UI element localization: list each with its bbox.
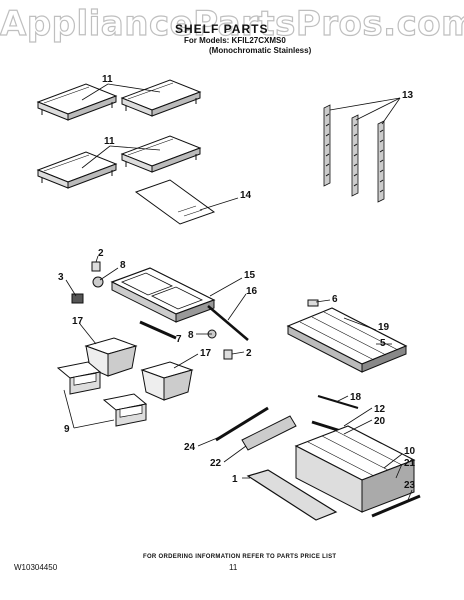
callout-3: 3: [58, 272, 64, 283]
page-title: SHELF PARTS: [175, 22, 269, 36]
shelf-upper-left: [37, 83, 117, 121]
callout-15: 15: [244, 270, 256, 281]
drawer-front-upper: [57, 361, 101, 395]
callout-24: 24: [184, 442, 196, 453]
cap-left: [91, 261, 101, 272]
shelf-clip: [307, 299, 319, 307]
callout-12: 12: [374, 404, 386, 415]
shelf-upper-right: [121, 79, 201, 117]
callout-9: 9: [64, 424, 70, 435]
crisper-cover-frame: [110, 267, 216, 323]
rail-left: [323, 104, 331, 187]
rail-middle: [351, 114, 359, 197]
callout-1: 1: [232, 474, 238, 485]
glass-panel: [134, 179, 216, 225]
callout-2-left: 2: [98, 248, 104, 259]
callout-6: 6: [332, 294, 338, 305]
callout-10: 10: [404, 446, 416, 457]
shelf-lower-right: [121, 135, 201, 173]
callout-5: 5: [380, 338, 386, 349]
crisper-bin-right: [141, 361, 193, 401]
callout-2-right: 2: [246, 348, 252, 359]
callout-17-left: 17: [72, 316, 84, 327]
variant-line: (Monochromatic Stainless): [209, 46, 312, 55]
drawer-front-lower: [103, 393, 147, 427]
callout-21: 21: [404, 458, 416, 469]
callout-11-top: 11: [102, 74, 113, 85]
page-number: 11: [229, 563, 238, 572]
cap-right: [223, 349, 233, 360]
drawer-slide-bracket: [241, 415, 297, 451]
callout-8-right: 8: [188, 330, 194, 341]
callout-13: 13: [402, 90, 414, 101]
wire-shelf-assembly: [286, 307, 408, 373]
callout-11-mid: 11: [104, 136, 115, 147]
shelf-rod: [317, 395, 359, 409]
callout-19: 19: [378, 322, 390, 333]
callout-20: 20: [374, 416, 386, 427]
callout-7: 7: [176, 334, 182, 345]
divider-rod: [207, 305, 249, 341]
drawer-slide-thin: [215, 406, 269, 442]
bracket-left: [71, 293, 84, 304]
drawer-slide-rail: [371, 494, 421, 518]
callout-17-right: 17: [200, 348, 212, 359]
drawer-front-bottom: [246, 469, 338, 521]
leader-lines: [63, 83, 413, 501]
models-line: For Models: KFIL27CXMS0: [184, 36, 286, 45]
shelf-lower-left: [37, 151, 117, 189]
rail-right: [377, 120, 385, 203]
callout-14: 14: [240, 190, 252, 201]
callout-22: 22: [210, 458, 222, 469]
callout-8-left: 8: [120, 260, 126, 271]
knob-left: [92, 276, 104, 288]
callout-23: 23: [404, 480, 416, 491]
callout-16: 16: [246, 286, 258, 297]
ordering-note: FOR ORDERING INFORMATION REFER TO PARTS …: [143, 554, 337, 560]
callout-18: 18: [350, 392, 362, 403]
document-number: W10304450: [14, 563, 58, 572]
freezer-drawer: [294, 425, 416, 513]
